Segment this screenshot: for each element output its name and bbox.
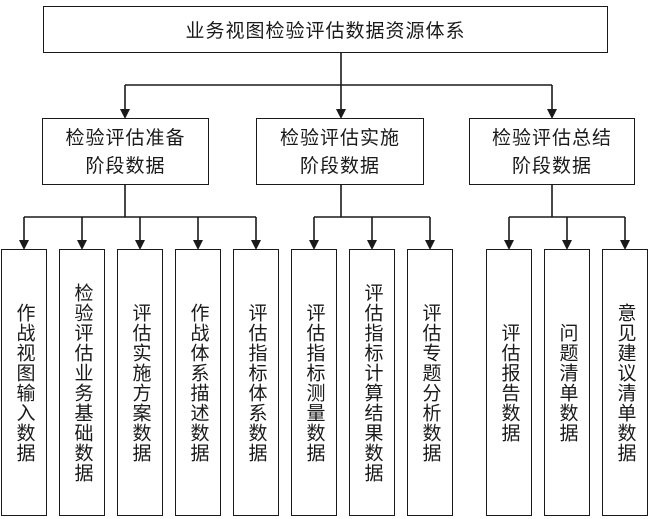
leaf-label: 作战视图输入数据	[13, 302, 36, 463]
leaf-label: 意见建议清单数据	[614, 302, 637, 463]
leaf-node: 意见建议清单数据	[602, 249, 648, 516]
leaf-node: 评估指标测量数据	[291, 249, 337, 516]
leaf-label: 问题清单数据	[556, 322, 579, 443]
leaf-node: 检验评估业务基础数据	[59, 249, 105, 516]
leaf-node: 评估实施方案数据	[117, 249, 163, 516]
leaf-node: 作战视图输入数据	[1, 249, 47, 516]
leaf-node: 评估指标计算结果数据	[349, 249, 395, 516]
leaf-label: 评估指标计算结果数据	[361, 282, 384, 483]
leaf-node: 问题清单数据	[544, 249, 590, 516]
leaf-label: 评估指标测量数据	[303, 302, 326, 463]
root-node: 业务视图检验评估数据资源体系	[43, 6, 608, 53]
leaf-label: 作战体系描述数据	[187, 302, 210, 463]
root-title: 业务视图检验评估数据资源体系	[185, 20, 466, 42]
stage-label-line2: 阶段数据	[511, 154, 592, 177]
leaf-label: 评估报告数据	[498, 322, 521, 443]
stage-node-implementation: 检验评估实施 阶段数据	[256, 118, 424, 185]
stage-node-summary: 检验评估总结 阶段数据	[469, 118, 635, 185]
stage-node-preparation: 检验评估准备 阶段数据	[42, 118, 209, 185]
leaf-node: 作战体系描述数据	[175, 249, 221, 516]
leaf-node: 评估专题分析数据	[407, 249, 453, 516]
stage-label-line2: 阶段数据	[299, 154, 380, 177]
stage-label-line1: 检验评估准备	[65, 126, 186, 149]
leaf-node: 评估报告数据	[486, 249, 532, 516]
stage-label-line1: 检验评估实施	[279, 126, 400, 149]
leaf-label: 评估专题分析数据	[419, 302, 442, 463]
leaf-label: 评估指标体系数据	[245, 302, 268, 463]
stage-label-line1: 检验评估总结	[491, 126, 612, 149]
leaf-node: 评估指标体系数据	[233, 249, 279, 516]
stage-label-line2: 阶段数据	[85, 154, 166, 177]
leaf-label: 评估实施方案数据	[129, 302, 152, 463]
leaf-label: 检验评估业务基础数据	[71, 282, 94, 483]
